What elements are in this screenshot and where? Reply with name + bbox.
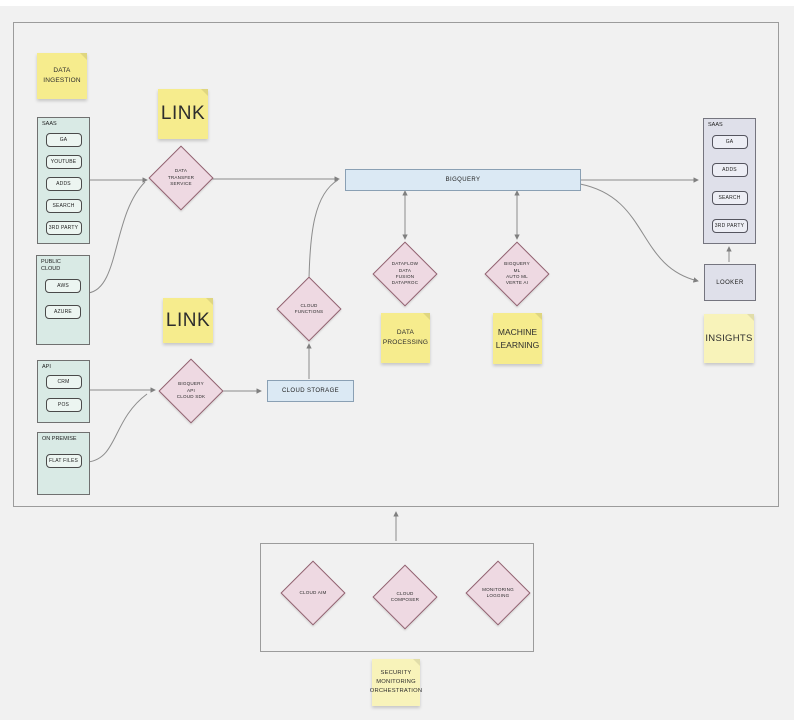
node-bigquery[interactable]: BIGQUERY — [345, 169, 581, 191]
chip-youtube[interactable]: YOUTUBE — [45, 154, 82, 169]
sticky-security-monitoring-orchestration[interactable]: SECURITY MONITORING ORCHESTRATION — [369, 659, 423, 706]
group-title: SAAS — [42, 121, 57, 127]
diamond-cloud-aim[interactable]: CLOUD AIM — [280, 560, 346, 626]
diamond-label-line: BIGQUERY — [504, 261, 530, 267]
diamond-label-line: DATA — [174, 168, 188, 174]
group-saas-left[interactable]: SAAS GA YOUTUBE ADDS SEARCH 3RD PARTY — [37, 117, 90, 244]
sticky-data-processing[interactable]: DATA PROCESSING — [381, 313, 430, 363]
sticky-text-line: DATA — [53, 67, 71, 75]
diamond-label: BIGQUERY API CLOUD SDK — [160, 360, 222, 422]
chip-flat-files[interactable]: FLAT FILES — [45, 453, 82, 468]
diamond-label-line: CLOUD — [300, 302, 318, 308]
node-label: CLOUD STORAGE — [281, 388, 340, 394]
connector-aws-to-dts — [87, 181, 146, 294]
chip-pos[interactable]: POS — [45, 397, 82, 412]
diamond-label: DATA TRANSFER SERVICE — [150, 147, 212, 209]
sticky-text-line: LINK — [160, 103, 206, 124]
diamond-label-line: ML — [513, 267, 521, 273]
diamond-label-line: DATA — [398, 267, 412, 273]
group-chip-list: GA ADDS SEARCH 3RD PARTY — [704, 134, 755, 233]
chip-adds[interactable]: ADDS — [45, 176, 82, 191]
window-edge — [0, 0, 794, 6]
sticky-text-line: MONITORING — [376, 679, 416, 685]
sticky-text-line: DATA — [396, 329, 415, 337]
diamond-label-line: CLOUD AIM — [299, 589, 327, 595]
diamond-label-line: LOGGING — [486, 593, 510, 598]
diamond-label: MONITORING LOGGING — [467, 562, 529, 624]
diamond-dataflow-data-fusion-dataproc[interactable]: DATAFLOW DATA FUSION DATAPROC — [372, 241, 438, 307]
sticky-link-top[interactable]: LINK — [158, 89, 208, 139]
diamond-label-line: VERTE AI — [505, 280, 529, 286]
chip-crm[interactable]: CRM — [45, 374, 82, 389]
group-api[interactable]: API CRM POS — [37, 360, 90, 423]
node-looker[interactable]: LOOKER — [704, 264, 756, 301]
main-pipeline-frame — [13, 22, 779, 507]
chip-adds[interactable]: ADDS — [711, 162, 748, 177]
diamond-label-line: API — [186, 387, 195, 393]
diamond-label-line: MONITORING — [482, 586, 514, 592]
sticky-text-line: INSIGHTS — [705, 333, 753, 344]
diamond-label-line: CLOUD — [396, 590, 414, 596]
diamond-label: CLOUD AIM — [282, 562, 344, 624]
diamond-label-line: BIGQUERY — [178, 381, 204, 387]
diamond-label: CLOUD COMPOSER — [374, 566, 436, 628]
sticky-text-line: SECURITY — [380, 670, 412, 677]
diamond-label-line: DATAFLOW — [391, 261, 419, 267]
group-title: API — [42, 364, 51, 370]
node-label: BIGQUERY — [445, 177, 481, 183]
node-cloud-storage[interactable]: CLOUD STORAGE — [267, 380, 354, 402]
sticky-insights[interactable]: INSIGHTS — [704, 314, 754, 363]
group-on-premise[interactable]: ON PREMISE FLAT FILES — [37, 432, 90, 495]
chip-azure[interactable]: AZURE — [45, 304, 81, 319]
sticky-text-line: PROCESSING — [382, 339, 429, 346]
diamond-label-line: COMPOSER — [390, 597, 420, 602]
diamond-cloud-composer[interactable]: CLOUD COMPOSER — [372, 564, 438, 630]
group-chip-list: GA YOUTUBE ADDS SEARCH 3RD PARTY — [38, 132, 89, 235]
diamond-monitoring-logging[interactable]: MONITORING LOGGING — [465, 560, 531, 626]
group-chip-list: AWS AZURE — [37, 278, 89, 319]
sticky-text-line: ORCHESTRATION — [369, 687, 423, 694]
diamond-label: BIGQUERY ML AUTO ML VERTE AI — [486, 243, 548, 305]
connector-cloudfunctions-to-bigquery — [308, 179, 339, 280]
chip-ga[interactable]: GA — [711, 134, 748, 149]
chip-3rd-party[interactable]: 3RD PARTY — [45, 220, 82, 235]
sticky-text-line: LINK — [165, 309, 211, 331]
chip-search[interactable]: SEARCH — [711, 190, 748, 205]
sticky-machine-learning[interactable]: MACHINE LEARNING — [493, 313, 542, 364]
diamond-bigquery-api-cloud-sdk[interactable]: BIGQUERY API CLOUD SDK — [158, 358, 224, 424]
security-orchestration-frame — [260, 543, 534, 652]
connector-bigquery-to-looker — [579, 183, 699, 283]
group-title: ON PREMISE — [42, 436, 77, 442]
group-public-cloud[interactable]: PUBLIC CLOUD AWS AZURE — [36, 255, 90, 345]
sticky-text-line: INGESTION — [43, 77, 81, 84]
chip-3rd-party[interactable]: 3RD PARTY — [711, 218, 748, 233]
node-label: LOOKER — [716, 279, 744, 286]
diamond-label-line: FUSION — [395, 274, 415, 279]
sticky-link-middle[interactable]: LINK — [163, 298, 213, 343]
group-saas-right[interactable]: SAAS GA ADDS SEARCH 3RD PARTY — [703, 118, 756, 244]
diamond-label-line: DATAPROC — [391, 280, 419, 286]
chip-ga[interactable]: GA — [45, 132, 82, 147]
sticky-text-line: LEARNING — [495, 339, 540, 350]
diamond-label-line: TRANSFER — [167, 174, 195, 180]
group-chip-list: FLAT FILES — [38, 453, 89, 468]
diamond-cloud-functions[interactable]: CLOUD FUNCTIONS — [276, 276, 342, 342]
diamond-bigquery-ml-automl-vertex[interactable]: BIGQUERY ML AUTO ML VERTE AI — [484, 241, 550, 307]
diamond-label: CLOUD FUNCTIONS — [278, 278, 340, 340]
diamond-label-line: SERVICE — [170, 181, 192, 187]
chip-search[interactable]: SEARCH — [45, 198, 82, 213]
diamond-label: DATAFLOW DATA FUSION DATAPROC — [374, 243, 436, 305]
diamond-label-line: FUNCTIONS — [294, 309, 324, 314]
sticky-data-ingestion[interactable]: DATA INGESTION — [37, 53, 87, 99]
group-title: PUBLIC CLOUD — [41, 259, 61, 272]
connector-flatfiles-to-bigqueryapi — [87, 393, 148, 463]
sticky-text-line: MACHINE — [497, 326, 538, 337]
diamond-data-transfer-service[interactable]: DATA TRANSFER SERVICE — [148, 145, 214, 211]
diamond-label-line: CLOUD SDK — [176, 394, 206, 400]
chip-aws[interactable]: AWS — [45, 278, 81, 293]
group-chip-list: CRM POS — [38, 374, 89, 412]
group-title: SAAS — [708, 122, 723, 128]
diamond-label-line: AUTO ML — [506, 274, 528, 279]
